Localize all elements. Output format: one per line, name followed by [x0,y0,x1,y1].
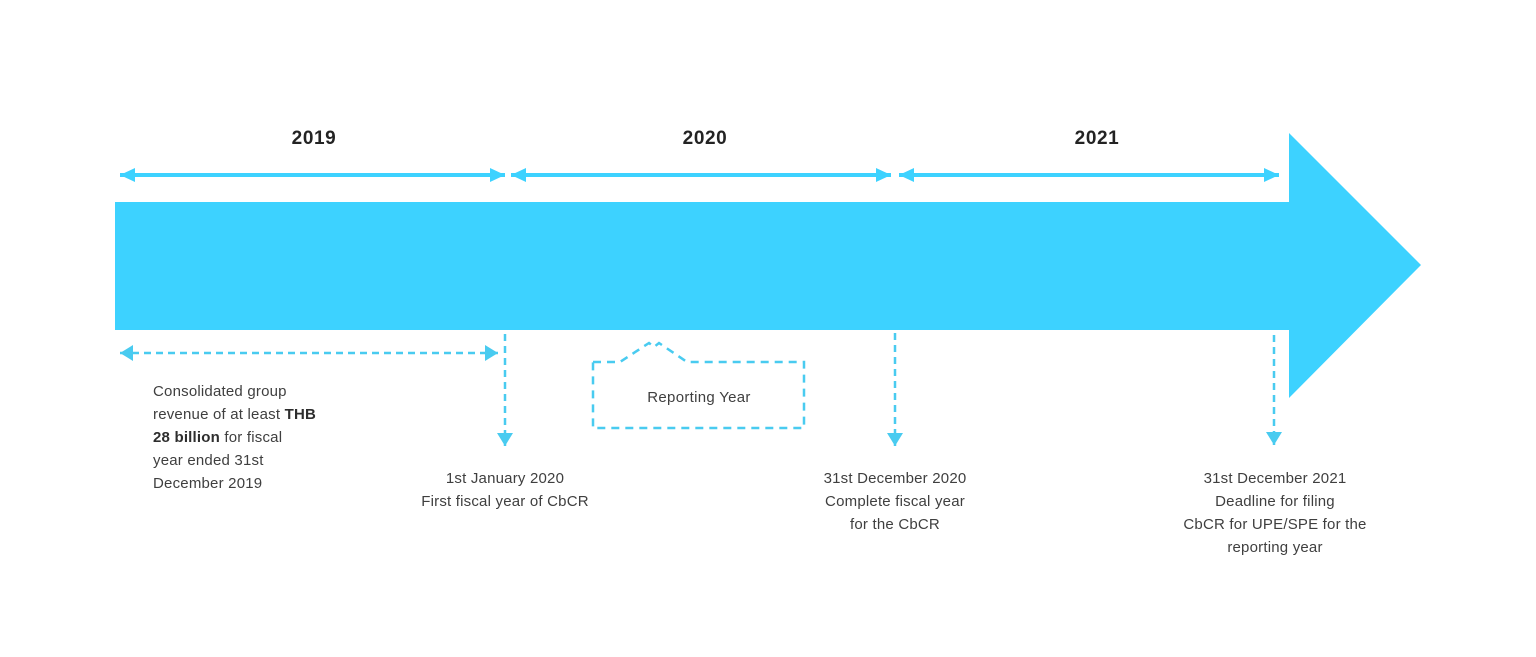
annotation-line: CbCR for UPE/SPE for the [1183,516,1367,533]
annotation-dec2020: 31st December 2020 Complete fiscal year … [824,467,967,536]
timeline-arrow-body [115,133,1421,398]
annotation-jan2020: 1st January 2020 First fiscal year of Cb… [421,467,589,513]
year-label-2020: 2020 [682,128,728,149]
annotation-line: 31st December 2021 [1203,470,1347,487]
annotation-line: 28 billion for fiscal [153,429,283,446]
reporting-year-label: Reporting Year [647,389,751,406]
annotation-dec2021: 31st December 2021 Deadline for filing C… [1183,467,1366,559]
annotation-line: December 2019 [153,475,263,492]
annotation-line: revenue of at least THB [153,406,317,423]
annotation-line: Complete fiscal year [825,493,965,510]
year-label-2021: 2021 [1074,128,1120,149]
reporting-year-box [591,341,806,430]
annotation-line: 31st December 2020 [823,470,967,487]
annotation-line: Consolidated group [153,383,287,400]
annotation-line: reporting year [1227,539,1323,556]
year-label-2019: 2019 [291,128,337,149]
annotation-line: for the CbCR [850,516,940,533]
annotation-line: First fiscal year of CbCR [421,493,589,510]
annotation-line: 1st January 2020 [445,470,565,487]
annotation-line: Deadline for filing [1215,493,1335,510]
annotation-revenue-threshold: Consolidated group revenue of at least T… [153,380,316,495]
annotation-line: year ended 31st [153,452,264,469]
